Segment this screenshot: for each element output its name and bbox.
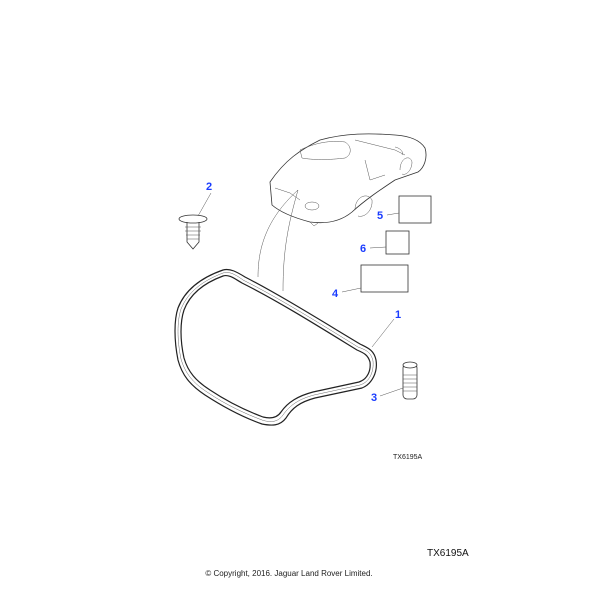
- leader-1: [371, 318, 395, 348]
- leader-car-seal-b: [282, 189, 299, 292]
- leader-6: [369, 246, 387, 249]
- leader-5: [386, 212, 400, 216]
- label-part-5: [398, 195, 432, 224]
- reference-code-small: TX6195A: [393, 454, 423, 461]
- leader-4: [341, 287, 362, 293]
- label-part-4: [360, 264, 409, 293]
- callout-4: 4: [332, 288, 339, 300]
- callout-5: 5: [377, 210, 383, 222]
- callout-2: 2: [206, 181, 212, 193]
- buffer-part: [402, 361, 418, 400]
- callout-6: 6: [360, 243, 366, 255]
- reference-code: TX6195A: [427, 548, 469, 559]
- leader-car-seal-a: [257, 189, 299, 278]
- leader-2: [197, 192, 212, 217]
- boot-seal-part: [174, 268, 377, 426]
- callout-1: 1: [395, 309, 401, 321]
- copyright-notice: © Copyright, 2016. Jaguar Land Rover Lim…: [205, 569, 372, 578]
- clip-part: [178, 214, 208, 250]
- label-part-6: [385, 230, 410, 255]
- callout-3: 3: [371, 392, 377, 404]
- leader-3: [379, 387, 404, 397]
